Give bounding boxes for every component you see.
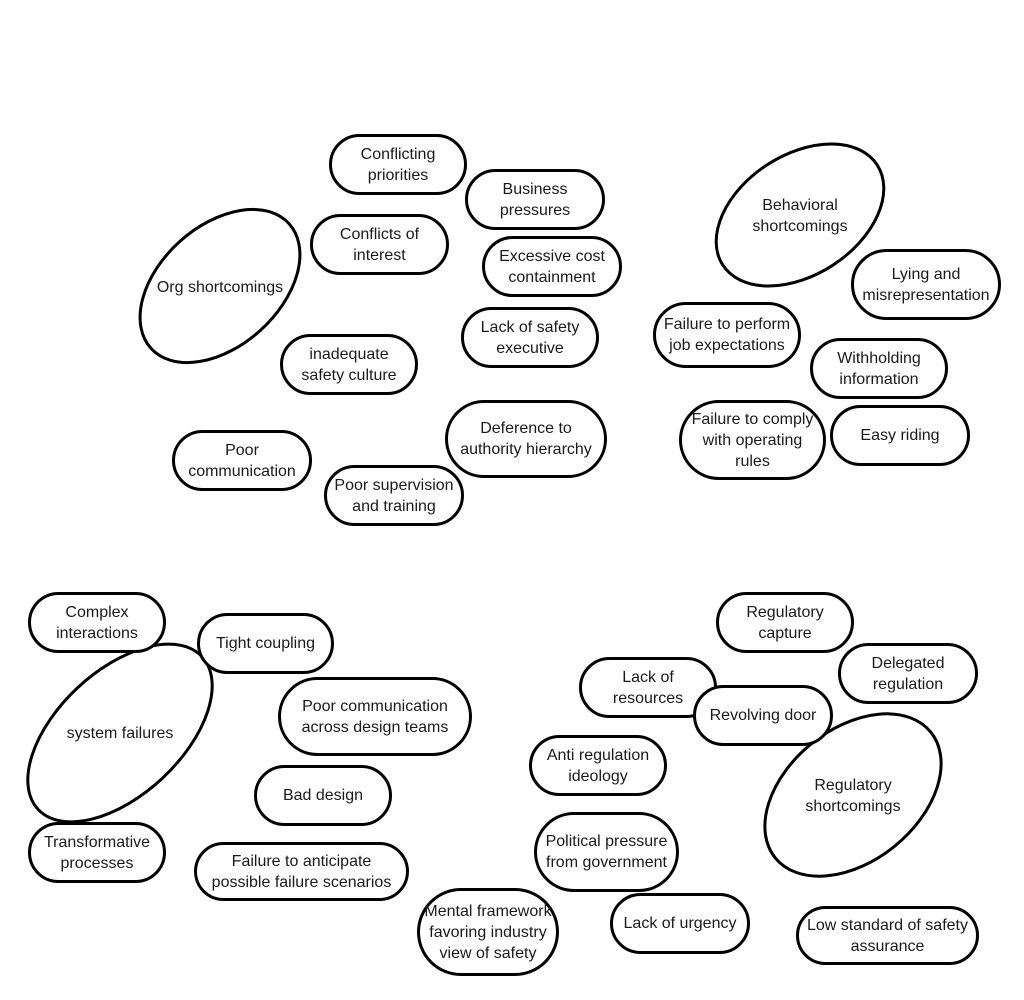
complex-interactions-node: Complex interactions <box>28 592 166 653</box>
conflicting-priorities-node: Conflicting priorities <box>329 134 467 195</box>
lack-of-resources-node: Lack of resources <box>579 657 717 718</box>
lack-of-urgency-node: Lack of urgency <box>610 893 750 954</box>
excessive-cost-containment-node: Excessive cost containment <box>482 236 622 297</box>
poor-supervision-and-training-node: Poor supervision and training <box>324 465 464 526</box>
inadequate-safety-culture-node: inadequate safety culture <box>280 334 418 395</box>
behavioral-shortcomings-label: Behavioral shortcomings <box>752 197 848 235</box>
behavioral-shortcomings-ellipse <box>714 142 886 288</box>
regulatory-capture-node: Regulatory capture <box>716 592 854 653</box>
poor-communication-node: Poor communication <box>172 430 312 491</box>
org-shortcomings-ellipse <box>138 207 302 365</box>
conflicts-of-interest-node: Conflicts of interest <box>310 214 449 275</box>
transformative-processes-node: Transformative processes <box>28 822 166 883</box>
failure-to-comply-with-operating-rules-node: Failure to comply with operating rules <box>679 400 826 480</box>
regulatory-shortcomings-label: Regulatory shortcomings <box>805 777 901 815</box>
low-standard-of-safety-assurance-node: Low standard of safety assurance <box>796 906 979 965</box>
failure-to-perform-job-expectations-node: Failure to perform job expectations <box>653 302 801 368</box>
mental-framework-favoring-industry-node: Mental framework favoring industry view … <box>417 888 559 976</box>
withholding-information-node: Withholding information <box>810 338 948 399</box>
business-pressures-node: Business pressures <box>465 169 605 230</box>
system-failures-label: system failures <box>66 724 174 742</box>
lack-of-safety-executive-node: Lack of safety executive <box>461 307 599 368</box>
bad-design-node: Bad design <box>254 765 392 826</box>
org-shortcomings-label: Org shortcomings <box>156 278 284 296</box>
deference-to-authority-hierarchy-node: Deference to authority hierarchy <box>445 400 607 478</box>
political-pressure-from-government-node: Political pressure from government <box>534 812 679 892</box>
tight-coupling-node: Tight coupling <box>197 613 334 674</box>
failure-to-anticipate-failure-scenarios-node: Failure to anticipate possible failure s… <box>194 842 409 901</box>
delegated-regulation-node: Delegated regulation <box>838 643 978 704</box>
lying-and-misrepresentation-node: Lying and misrepresentation <box>851 249 1001 320</box>
anti-regulation-ideology-node: Anti regulation ideology <box>529 735 667 796</box>
easy-riding-node: Easy riding <box>830 405 970 466</box>
revolving-door-node: Revolving door <box>693 685 833 746</box>
poor-communication-across-design-teams-node: Poor communication across design teams <box>278 677 472 756</box>
